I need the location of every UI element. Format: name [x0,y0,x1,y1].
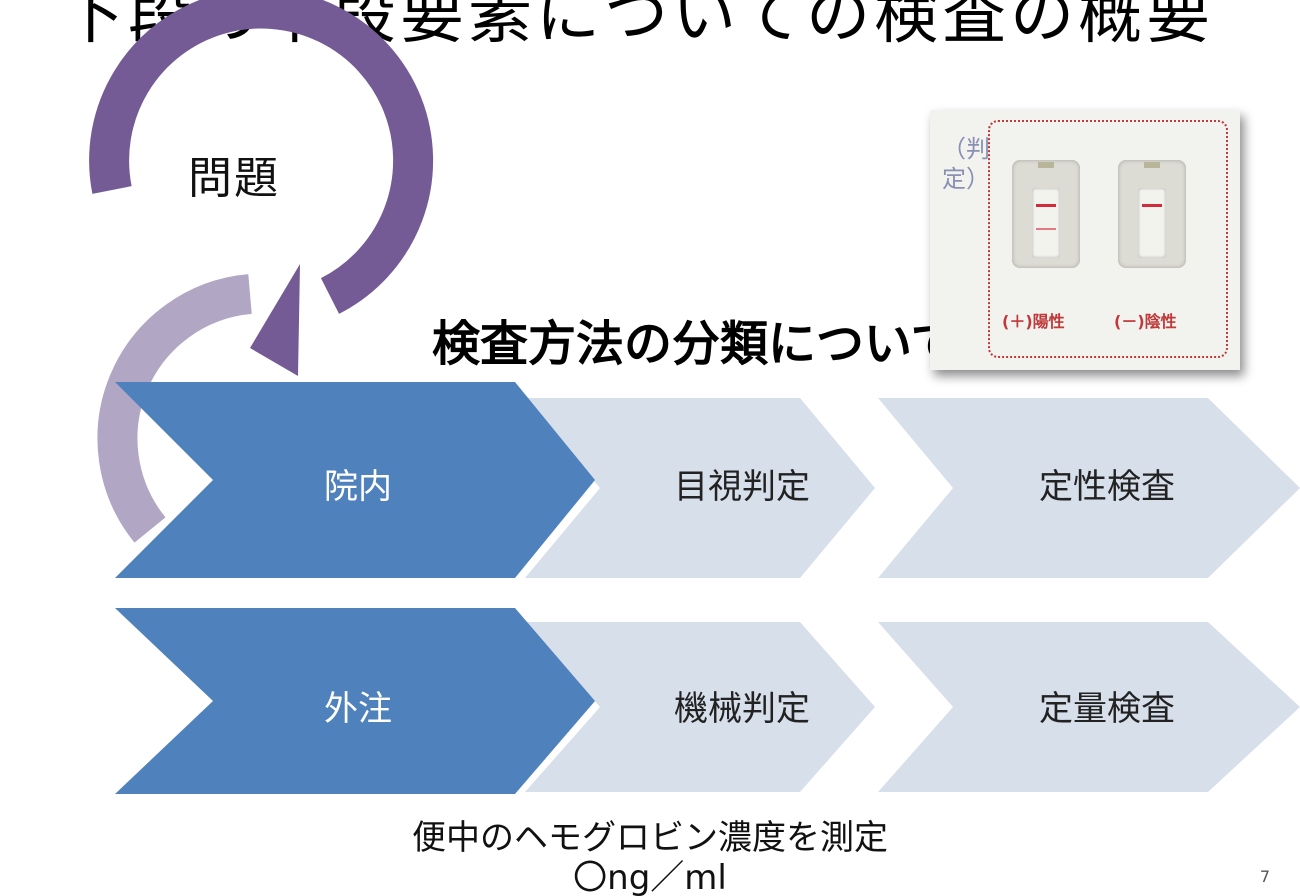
negative-label: (－)陰性 [1114,312,1177,331]
row2-lead-chevron [115,608,595,794]
control-line [1142,204,1162,207]
row2-step-label: 定量検査 [1039,689,1175,729]
row1-step3-chevron [878,398,1300,578]
dark-cycle-arc [89,0,434,314]
cassette-window [1032,188,1060,258]
cycle-label: 問題 [188,153,280,204]
footnote-line2: 〇ng／ml [573,858,727,896]
cassette-tab [1038,162,1054,168]
row1-lead-chevron [115,382,595,578]
cassette-window [1138,188,1166,258]
test-kit-frame: (＋)陽性 (－)陰性 [988,120,1228,358]
row1-step-label: 定性検査 [1039,467,1175,507]
row2-step3-chevron [878,622,1300,792]
row2-step2-chevron [525,622,875,792]
page-number: 7 [1259,867,1270,886]
test-kit-photo: （判定） (＋)陽性 (－)陰性 [930,110,1240,370]
footnote-line1: 便中のヘモグロビン濃度を測定 [412,818,888,858]
row1-step-label: 目視判定 [674,467,810,507]
negative-cassette [1118,160,1186,268]
test-line [1036,228,1056,230]
judgement-side-label: （判定） [942,135,990,193]
cycle-arrow-head [250,264,300,376]
positive-cassette [1012,160,1080,268]
cassette-tab [1144,162,1160,168]
positive-label: (＋)陽性 [1002,312,1065,331]
slide-subtitle: 検査方法の分類について [432,316,959,372]
row1-lead-label: 院内 [324,467,392,507]
row2-lead-label: 外注 [324,689,392,729]
row2-step-label: 機械判定 [674,689,810,729]
light-cycle-arc [97,274,253,543]
control-line [1036,204,1056,207]
row1-step2-chevron [525,398,875,578]
